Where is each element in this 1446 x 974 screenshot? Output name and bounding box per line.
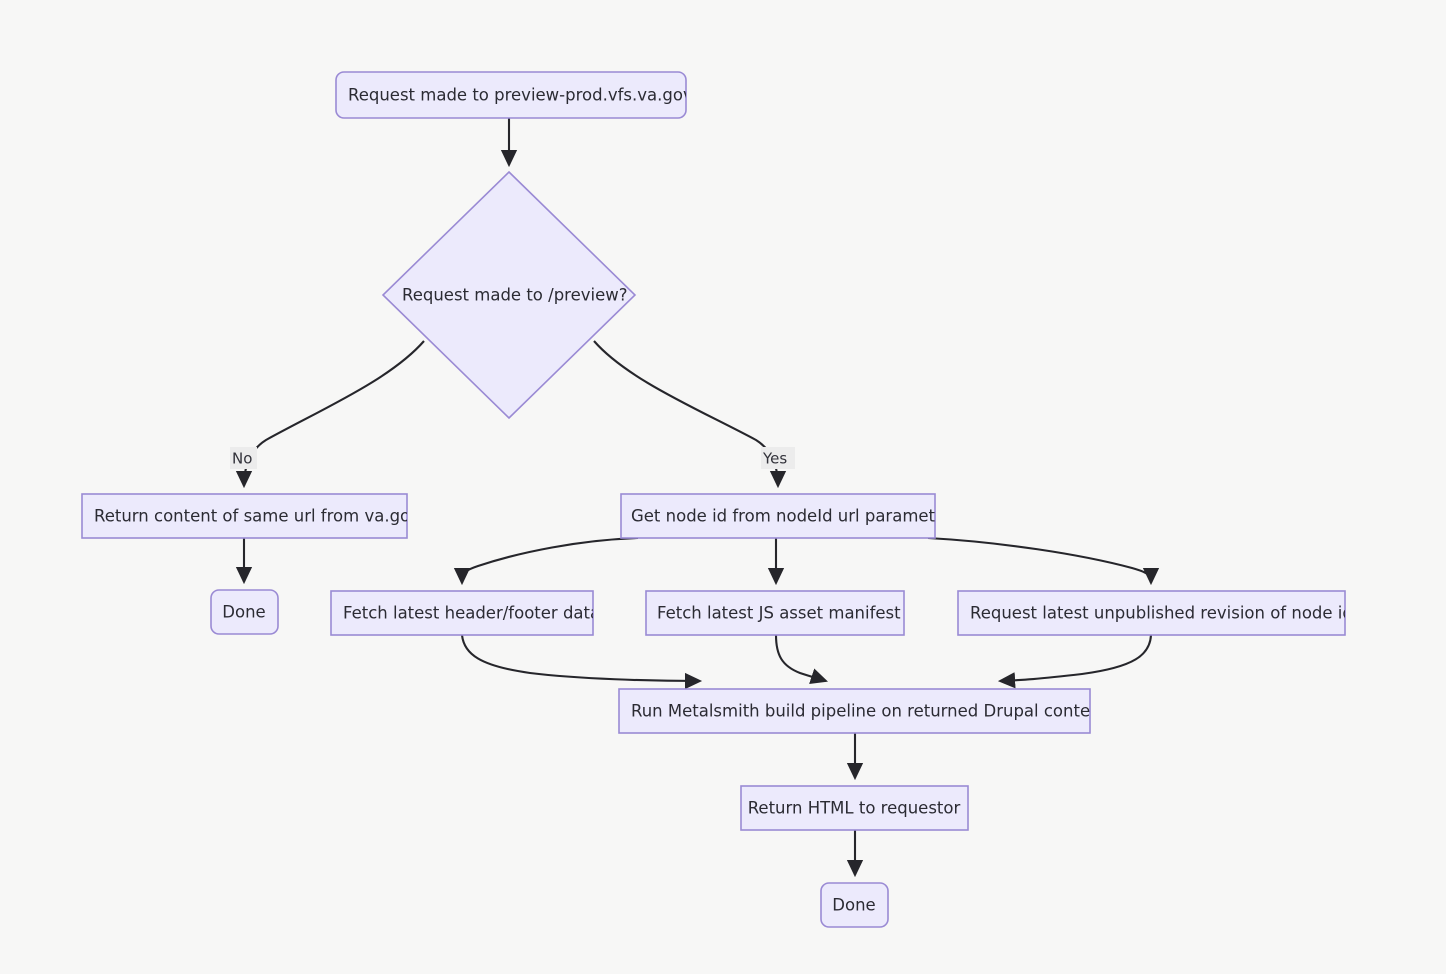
edge-label-yes-bg bbox=[761, 447, 795, 469]
node-fetch-header-footer-shape[interactable] bbox=[330, 590, 594, 636]
node-run-metalsmith[interactable]: Run Metalsmith build pipeline on returne… bbox=[618, 688, 1108, 734]
node-start-shape[interactable] bbox=[335, 71, 687, 119]
node-return-same-url-shape[interactable] bbox=[81, 493, 408, 539]
node-decision[interactable]: Request made to /preview? bbox=[381, 170, 637, 420]
node-decision-label: Request made to /preview? bbox=[402, 286, 628, 305]
edge-layer bbox=[235, 118, 1160, 878]
edge-label-no-bg bbox=[230, 447, 257, 469]
node-start[interactable]: Request made to preview-prod.vfs.va.gov bbox=[335, 71, 693, 119]
edge-js-to-metalsmith bbox=[774, 634, 828, 684]
node-done-bottom[interactable]: Done bbox=[820, 882, 889, 928]
edge-unpublished-to-metalsmith bbox=[997, 634, 1153, 689]
node-layer: Request made to preview-prod.vfs.va.gov … bbox=[81, 71, 1353, 928]
node-get-node-id[interactable]: Get node id from nodeId url parameter bbox=[620, 493, 952, 539]
node-fetch-js-manifest-label: Fetch latest JS asset manifest bbox=[657, 604, 901, 623]
node-done-left-label: Done bbox=[222, 603, 265, 622]
node-fetch-js-manifest-shape[interactable] bbox=[645, 590, 905, 636]
node-return-same-url[interactable]: Return content of same url from va.gov bbox=[81, 493, 420, 539]
node-run-metalsmith-label: Run Metalsmith build pipeline on returne… bbox=[631, 702, 1108, 721]
node-done-bottom-shape[interactable] bbox=[820, 882, 889, 928]
node-done-left[interactable]: Done bbox=[210, 589, 279, 635]
edge-label-no: No bbox=[230, 447, 257, 469]
edge-header-to-metalsmith bbox=[460, 634, 703, 690]
edge-decision-no bbox=[235, 340, 425, 489]
node-request-unpublished[interactable]: Request latest unpublished revision of n… bbox=[957, 590, 1353, 636]
node-done-bottom-label: Done bbox=[832, 896, 875, 915]
edge-getnode-to-unpublished bbox=[927, 536, 1160, 586]
node-request-unpublished-shape[interactable] bbox=[957, 590, 1346, 636]
edge-getnode-to-header bbox=[453, 536, 639, 586]
node-get-node-id-label: Get node id from nodeId url parameter bbox=[631, 507, 952, 526]
node-return-html[interactable]: Return HTML to requestor bbox=[740, 785, 969, 831]
node-run-metalsmith-shape[interactable] bbox=[618, 688, 1091, 734]
node-fetch-header-footer-label: Fetch latest header/footer data bbox=[343, 604, 600, 623]
node-fetch-js-manifest[interactable]: Fetch latest JS asset manifest bbox=[645, 590, 905, 636]
node-return-same-url-label: Return content of same url from va.gov bbox=[94, 507, 420, 526]
node-fetch-header-footer[interactable]: Fetch latest header/footer data bbox=[330, 590, 600, 636]
node-done-left-shape[interactable] bbox=[210, 589, 279, 635]
edge-label-yes-text: Yes bbox=[762, 450, 787, 468]
edge-label-layer: No Yes bbox=[230, 447, 795, 469]
node-get-node-id-shape[interactable] bbox=[620, 493, 936, 539]
edge-label-no-text: No bbox=[232, 450, 252, 468]
edge-decision-yes bbox=[593, 340, 787, 489]
node-decision-shape[interactable] bbox=[381, 170, 637, 420]
node-return-html-shape[interactable] bbox=[740, 785, 969, 831]
node-request-unpublished-label: Request latest unpublished revision of n… bbox=[970, 604, 1353, 623]
edge-label-yes: Yes bbox=[761, 447, 795, 469]
node-return-html-label: Return HTML to requestor bbox=[748, 799, 961, 818]
node-start-label: Request made to preview-prod.vfs.va.gov bbox=[348, 86, 693, 105]
